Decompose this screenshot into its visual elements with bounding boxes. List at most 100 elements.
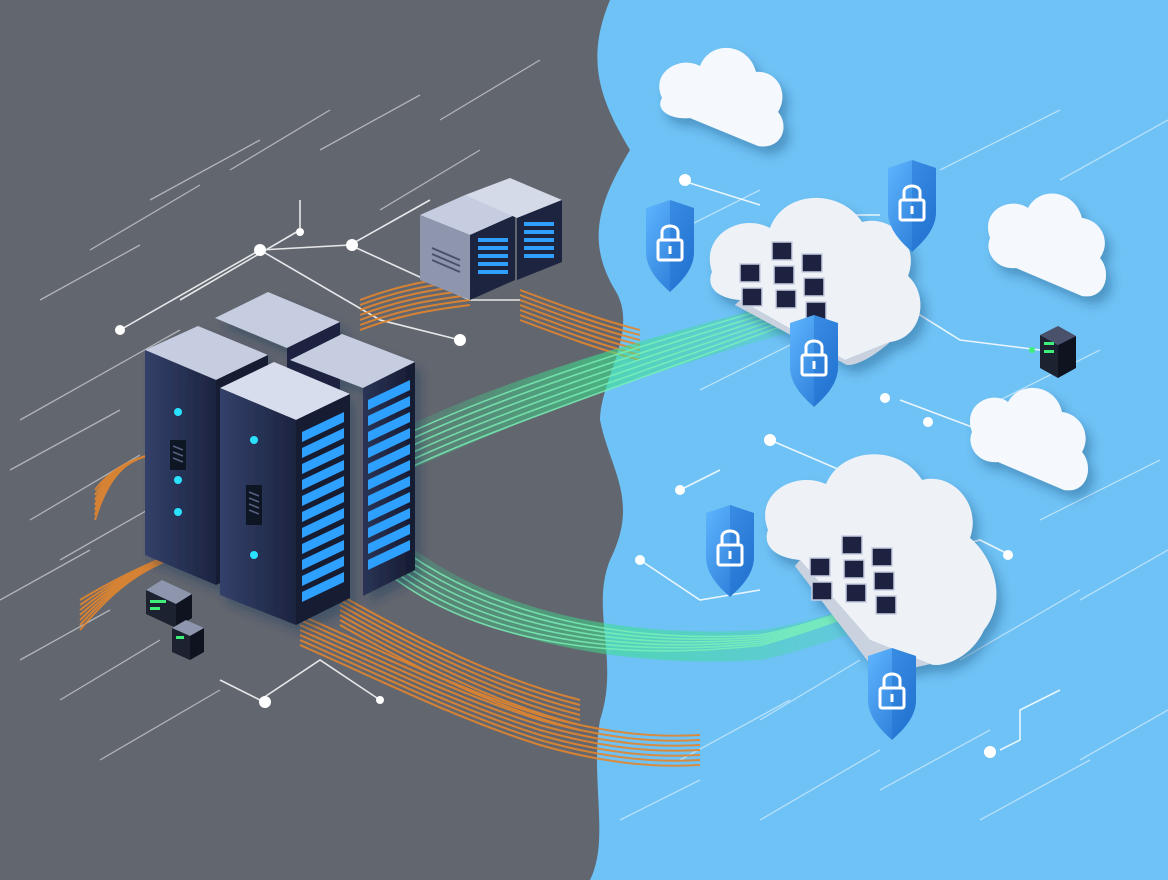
cloud-server-slot [739, 263, 761, 283]
rack-drive [302, 412, 344, 442]
cable-line [339, 624, 581, 731]
cable-line [339, 609, 581, 716]
cable-line [519, 299, 641, 341]
network-switch-icon [146, 580, 204, 660]
storage-unit-2 [465, 178, 562, 280]
rack-drive [368, 444, 410, 474]
cloud-server-slot [775, 289, 797, 309]
cable-line [299, 624, 701, 747]
beam-line [404, 301, 791, 436]
cable-line [519, 304, 641, 346]
cable-line [339, 594, 581, 701]
cloud-server-slot [811, 581, 833, 601]
data-beams [370, 300, 880, 662]
cable-line [359, 294, 471, 321]
lock-shield-icon [888, 160, 936, 252]
cable-line [299, 634, 701, 757]
circuit-line [19, 329, 181, 421]
data-beam-lines [371, 301, 881, 652]
rack-drive [368, 492, 410, 522]
rack-drive [368, 396, 410, 426]
cloud-server-slot [801, 253, 823, 273]
beam-line [404, 309, 791, 450]
beam-line [371, 524, 881, 638]
beam-line [371, 545, 881, 646]
cable-line [299, 614, 701, 737]
circuit-line [759, 659, 861, 721]
cable-line [299, 619, 701, 742]
circuit-line [939, 109, 1061, 171]
cable-line [519, 289, 641, 331]
rack-drive [302, 428, 344, 458]
rack-drive [302, 508, 344, 538]
storage-unit-1 [420, 195, 515, 300]
beam-line [371, 559, 881, 652]
circuit-line [619, 779, 701, 821]
cloud-server-slot [741, 287, 763, 307]
storage-unit-group [420, 178, 562, 300]
cloud-server-slot [809, 557, 831, 577]
beam-line [404, 305, 791, 443]
cable-line [94, 454, 151, 521]
circuit-line [439, 59, 541, 121]
rack-drive [302, 492, 344, 522]
cloud-server-slot [875, 595, 897, 615]
rack-drive [368, 380, 410, 410]
network-switch-icon [1029, 326, 1076, 378]
circuit-line [759, 749, 881, 821]
circuit-line [19, 609, 111, 661]
rack-drive [302, 476, 344, 506]
rack-drive [302, 572, 344, 602]
rack-drive [302, 556, 344, 586]
circuit-line [99, 689, 221, 761]
circuit-line [1059, 119, 1168, 181]
circuit-line [699, 339, 801, 391]
cable-line [359, 299, 471, 326]
rack-drive [368, 412, 410, 442]
cable-line [359, 304, 471, 331]
rack-drive [302, 540, 344, 570]
circuit-lines [0, 59, 1168, 821]
lock-shield-icon [646, 200, 694, 292]
circuit-line [959, 589, 1081, 661]
rack-drive [368, 476, 410, 506]
cloud-server-slot [771, 241, 793, 261]
cloud-icon [970, 387, 1088, 491]
beam-line [404, 313, 791, 457]
orange-cables [79, 274, 701, 767]
rack-drive [302, 524, 344, 554]
lock-shield-icon [790, 315, 838, 407]
circuit-line [999, 349, 1101, 401]
cable-line [339, 599, 581, 706]
rack-drive [368, 508, 410, 538]
rack-drive [302, 460, 344, 490]
rack-drive [368, 428, 410, 458]
beam-line [371, 531, 881, 640]
server-rack-right [290, 334, 415, 596]
lock-shields [646, 160, 936, 740]
beam-line [404, 322, 791, 471]
cable-line [339, 619, 581, 726]
circuit-line [59, 639, 161, 701]
circuit-line [1039, 459, 1161, 521]
cloud-server-slot [871, 547, 893, 567]
circuit-line [1079, 549, 1168, 601]
cable-line [519, 294, 641, 336]
circuit-line [379, 149, 481, 211]
rack-drive [368, 460, 410, 490]
circuit-line [9, 409, 121, 471]
cable-line [299, 644, 701, 767]
cloud-server-slot [773, 265, 795, 285]
cloud-server-slot [843, 559, 865, 579]
cloud-server-slot [845, 583, 867, 603]
beam-line [404, 318, 791, 464]
server-rack-cluster [145, 292, 415, 625]
beam-line [371, 538, 881, 643]
circuit-line [39, 244, 141, 301]
circuit-nodes [115, 174, 1013, 758]
cloud-icon [988, 193, 1106, 297]
cable-line [339, 614, 581, 721]
lock-shield-icon [868, 648, 916, 740]
circuit-line [149, 139, 261, 201]
